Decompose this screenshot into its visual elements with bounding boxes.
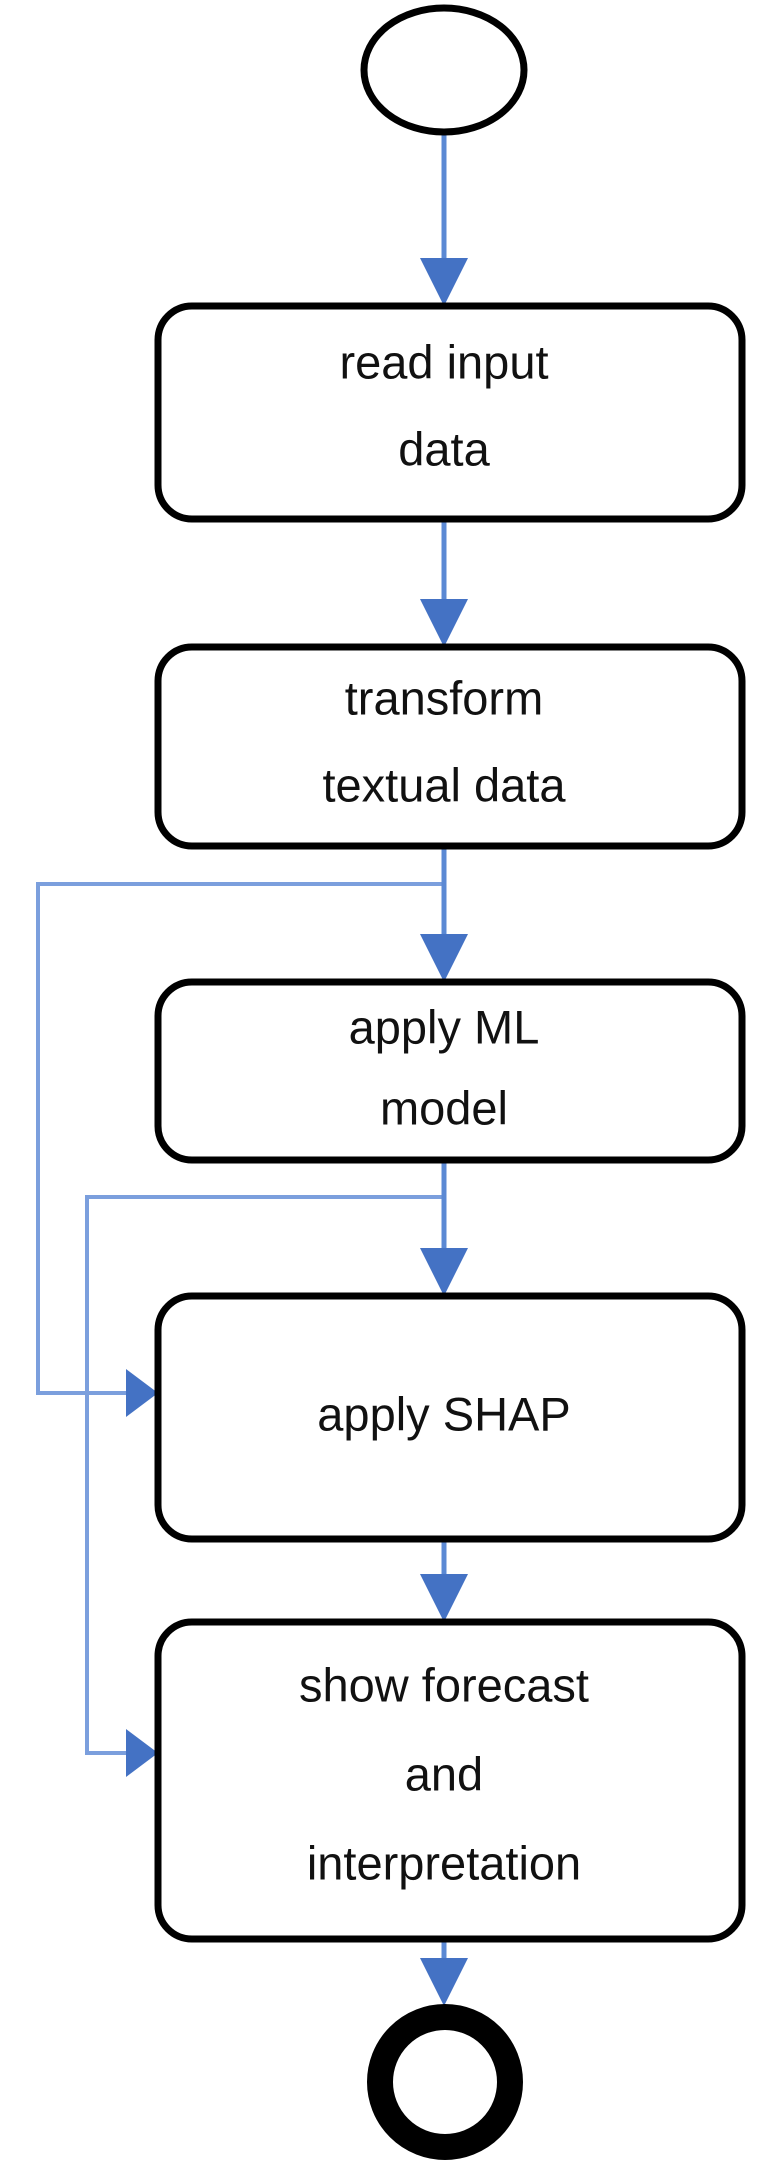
node-label-line: apply ML — [349, 1000, 540, 1053]
node-label-line: read input — [339, 335, 548, 388]
node-read-input-data[interactable]: read input data — [154, 302, 746, 523]
activity-box-outline — [154, 643, 746, 850]
edge-transform-to-mlmodel — [420, 846, 468, 982]
arrow-head-icon — [420, 599, 468, 647]
arrow-head-icon — [126, 1369, 158, 1417]
arrow-head-icon — [420, 934, 468, 982]
edge-mlmodel-to-forecast-path — [85, 1195, 444, 1755]
node-label-line: textual data — [322, 758, 566, 811]
node-label-line: model — [380, 1081, 508, 1134]
node-label-line: and — [405, 1747, 483, 1800]
arrow-head-icon — [420, 1958, 468, 2006]
node-apply-ml-model[interactable]: apply ML model — [154, 978, 746, 1164]
node-transform-textual-data[interactable]: transform textual data — [154, 643, 746, 850]
activity-box-outline — [154, 1618, 746, 1943]
node-label-line: show forecast — [299, 1658, 589, 1711]
circle-filled-ring-icon — [367, 2004, 523, 2160]
node-label-line: apply SHAP — [317, 1387, 570, 1440]
arrow-head-icon — [126, 1729, 158, 1777]
activity-box-outline — [154, 302, 746, 523]
node-start[interactable] — [360, 4, 528, 136]
arrow-head-icon — [420, 258, 468, 306]
circle-outline-icon — [360, 4, 528, 136]
node-show-forecast-and-interpretation[interactable]: show forecast and interpretation — [154, 1618, 746, 1943]
edge-transform-to-shap — [36, 882, 444, 1417]
node-apply-shap[interactable]: apply SHAP — [154, 1292, 746, 1543]
edge-mlmodel-to-shap — [420, 1160, 468, 1296]
node-label-line: interpretation — [307, 1836, 581, 1889]
edge-mlmodel-to-forecast — [85, 1195, 444, 1777]
edge-start-to-read-input — [420, 130, 468, 306]
edge-shap-to-forecast — [420, 1539, 468, 1622]
edge-transform-to-shap-path — [36, 882, 444, 1395]
node-end[interactable] — [367, 2004, 523, 2160]
activity-box-outline — [154, 978, 746, 1164]
edge-read-input-to-transform — [420, 519, 468, 647]
arrow-head-icon — [420, 1248, 468, 1296]
node-label-line: data — [398, 422, 490, 475]
node-label-line: transform — [345, 671, 544, 724]
arrow-head-icon — [420, 1574, 468, 1622]
activity-box-outline — [154, 1292, 746, 1543]
edge-forecast-to-end — [420, 1939, 468, 2006]
